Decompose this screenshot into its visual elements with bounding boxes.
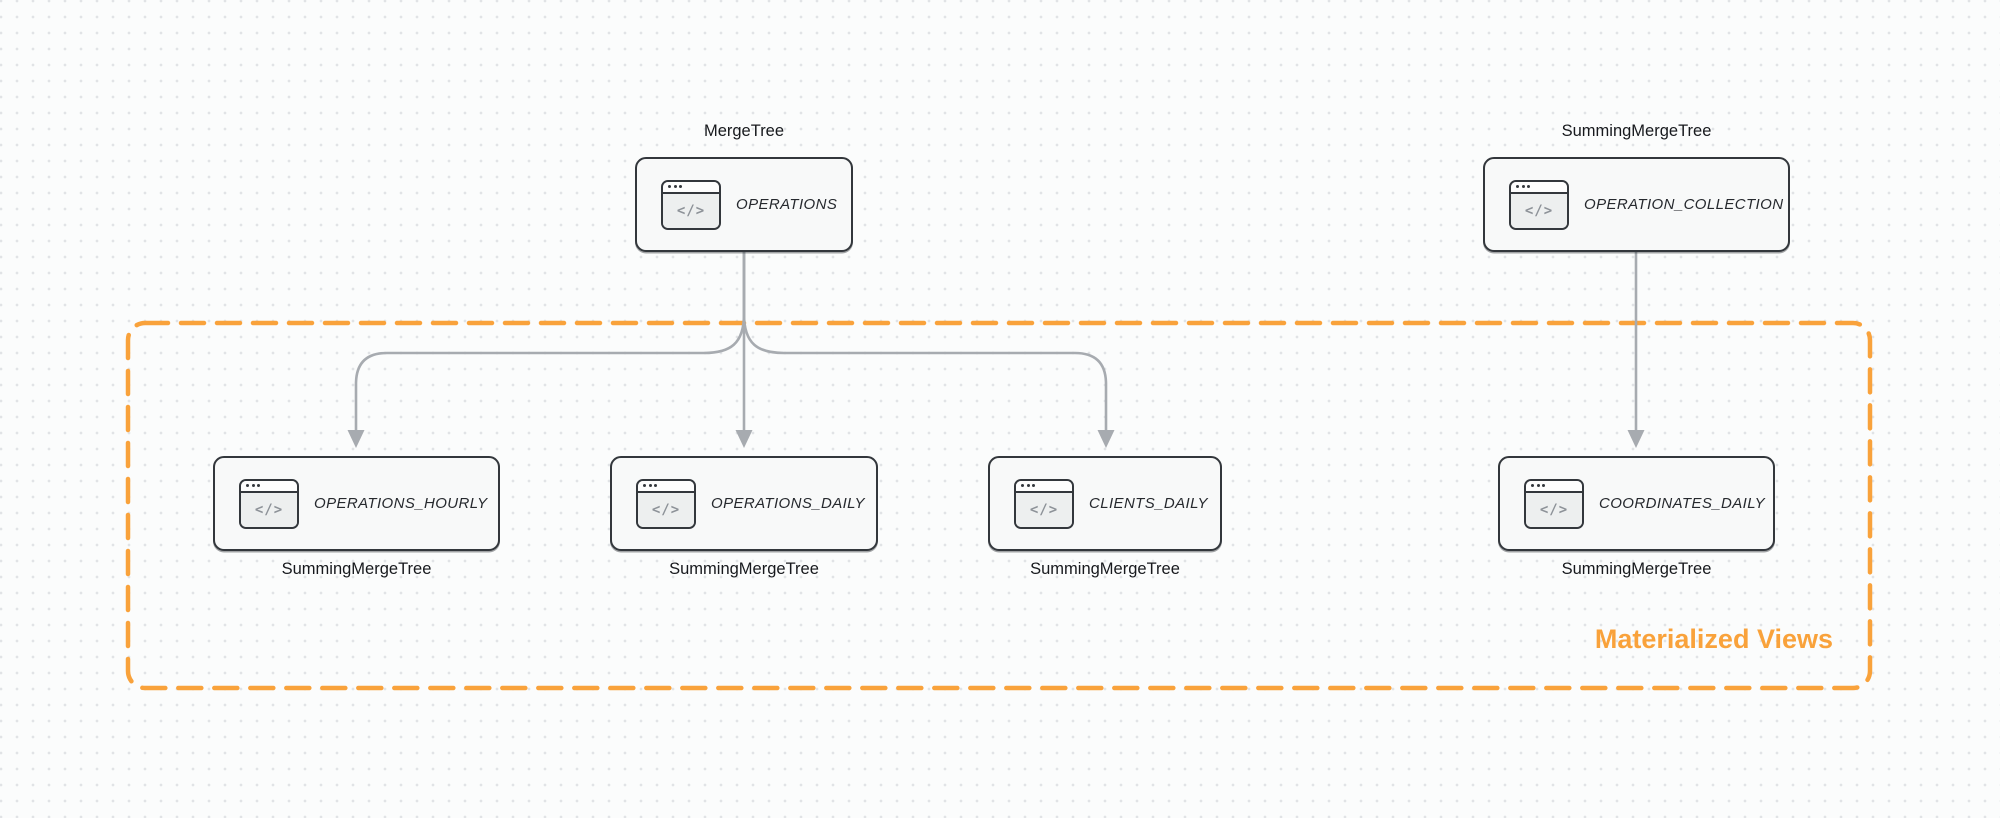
edge-operations-to-clients-daily	[742, 252, 1108, 431]
materialized-views-label: Materialized Views	[1594, 624, 1833, 654]
window-dots-icon	[638, 480, 694, 493]
node-coordinates-daily[interactable]: </> COORDINATES_DAILY	[1498, 456, 1775, 551]
code-window-icon: </>	[1014, 478, 1074, 529]
window-dots-icon	[663, 181, 719, 194]
window-dots-icon	[1016, 480, 1072, 493]
node-operation-collection[interactable]: </> OPERATION_COLLECTION	[1483, 157, 1790, 252]
code-window-icon: </>	[1509, 179, 1569, 230]
code-glyph: </>	[638, 492, 694, 527]
table-name: OPERATIONS	[736, 196, 838, 213]
engine-label-operation-collection: SummingMergeTree	[1561, 122, 1712, 140]
code-window-icon: </>	[636, 478, 696, 529]
table-name: CLIENTS_DAILY	[1089, 495, 1208, 512]
engine-label-operations-daily: SummingMergeTree	[669, 560, 819, 578]
code-glyph: </>	[1511, 193, 1567, 228]
engine-label-clients-daily: SummingMergeTree	[1030, 560, 1180, 578]
edge-operations-to-operations-hourly	[354, 252, 746, 431]
code-window-icon: </>	[1524, 478, 1584, 529]
node-clients-daily[interactable]: </> CLIENTS_DAILY	[988, 456, 1222, 551]
window-dots-icon	[1526, 480, 1582, 493]
code-glyph: </>	[663, 193, 719, 228]
code-glyph: </>	[1526, 492, 1582, 527]
node-operations-daily[interactable]: </> OPERATIONS_DAILY	[610, 456, 878, 551]
node-operations-hourly[interactable]: </> OPERATIONS_HOURLY	[213, 456, 500, 551]
code-window-icon: </>	[239, 478, 299, 529]
code-glyph: </>	[241, 492, 297, 527]
table-name: OPERATIONS_HOURLY	[314, 495, 488, 512]
table-name: OPERATION_COLLECTION	[1584, 196, 1784, 213]
table-name: COORDINATES_DAILY	[1599, 495, 1766, 512]
engine-label-operations-hourly: SummingMergeTree	[281, 560, 432, 578]
node-operations[interactable]: </> OPERATIONS	[635, 157, 853, 252]
window-dots-icon	[1511, 181, 1567, 194]
code-glyph: </>	[1016, 492, 1072, 527]
window-dots-icon	[241, 480, 297, 493]
table-name: OPERATIONS_DAILY	[711, 495, 865, 512]
engine-label-operations: MergeTree	[703, 122, 785, 140]
engine-label-coordinates-daily: SummingMergeTree	[1561, 560, 1712, 578]
code-window-icon: </>	[661, 179, 721, 230]
arrowheads	[347, 430, 1645, 448]
